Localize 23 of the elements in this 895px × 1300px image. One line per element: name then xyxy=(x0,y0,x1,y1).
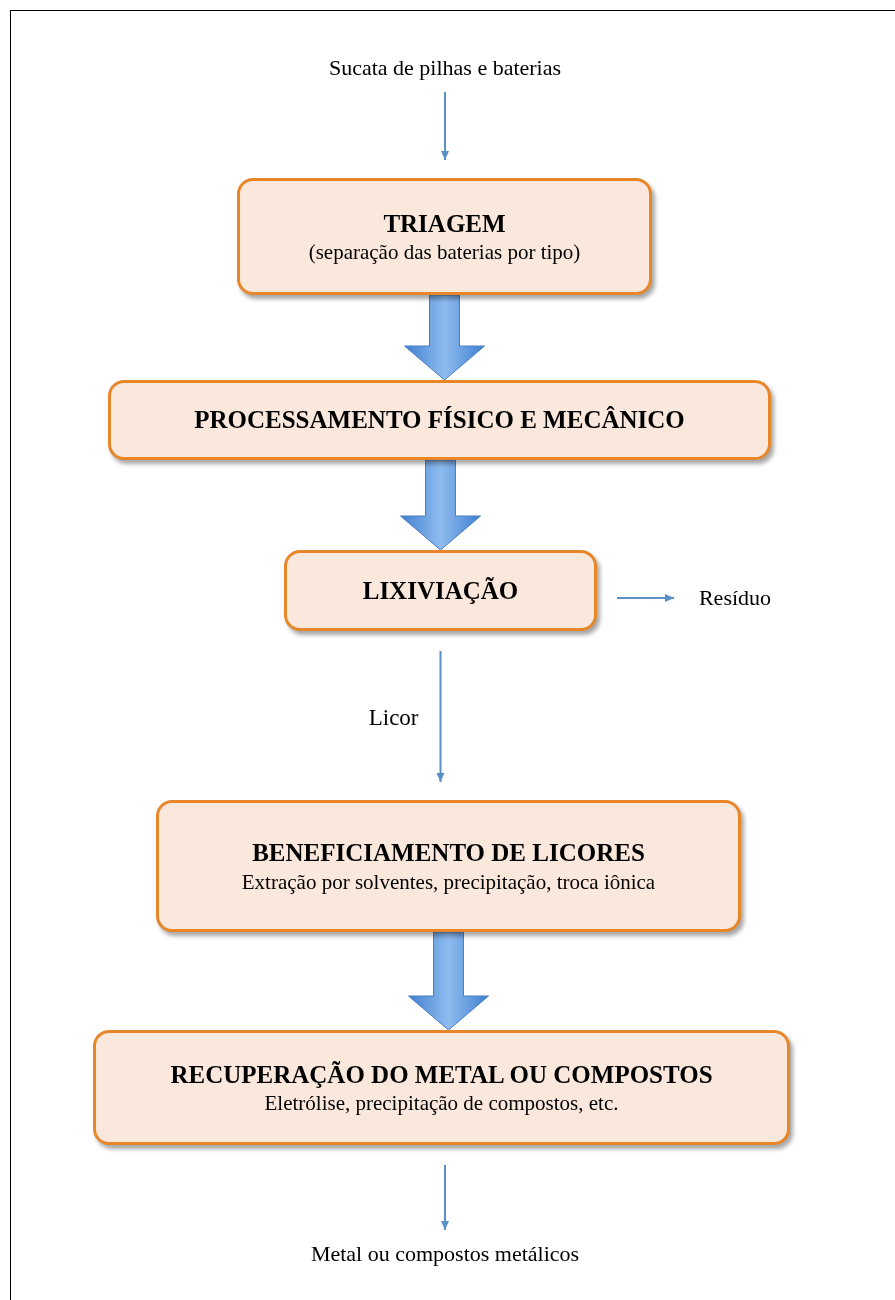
flow-text: Metal ou compostos metálicos xyxy=(240,1236,650,1272)
process-box xyxy=(93,1030,790,1145)
arrow xyxy=(441,1164,449,1231)
process-box xyxy=(237,178,652,295)
step-title: BENEFICIAMENTO DE LICORES xyxy=(252,838,645,869)
block-arrow xyxy=(404,294,485,381)
process-box xyxy=(156,800,741,932)
step-title: RECUPERAÇÃO DO METAL OU COMPOSTOS xyxy=(170,1059,713,1090)
step-title: LIXIVIAÇÃO xyxy=(362,575,519,606)
block-arrow xyxy=(400,459,481,551)
block-arrow xyxy=(408,931,489,1031)
arrow xyxy=(441,91,449,161)
flow-text: Resíduo xyxy=(680,580,790,616)
process-box xyxy=(108,380,771,460)
step-description: (separação das baterias por tipo) xyxy=(308,239,581,266)
process-box xyxy=(284,550,597,631)
flow-text: Sucata de pilhas e baterias xyxy=(270,50,620,86)
step-title: TRIAGEM xyxy=(383,208,506,239)
step-description: Eletrólise, precipitação de compostos, etc. xyxy=(264,1090,619,1117)
step-title: PROCESSAMENTO FÍSICO E MECÂNICO xyxy=(194,405,685,436)
arrow xyxy=(436,650,445,783)
arrow xyxy=(616,594,675,602)
step-description: Extração por solventes, precipitação, troca iônica xyxy=(241,868,656,895)
